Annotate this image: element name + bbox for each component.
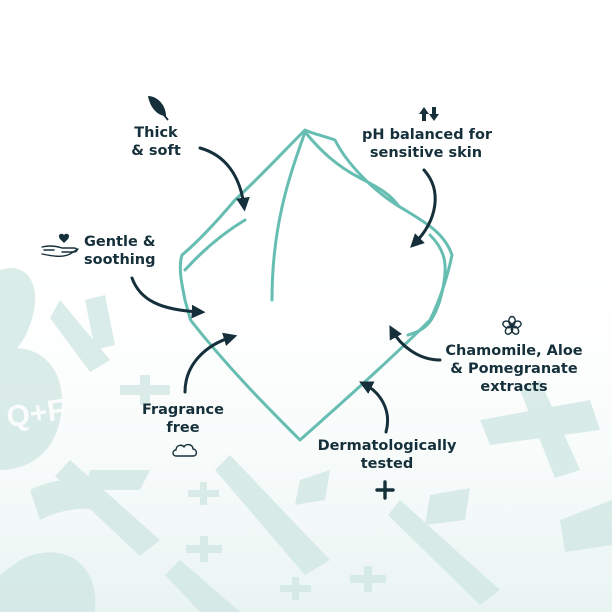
cloud-icon <box>172 443 198 457</box>
label-line: tested <box>360 456 414 472</box>
label-line: Fragrance <box>142 402 224 418</box>
arrow-ph-balanced <box>410 168 437 248</box>
label-line: Chamomile, Aloe <box>445 343 583 359</box>
label-line: pH balanced for <box>362 127 493 143</box>
label-line: free <box>166 420 200 436</box>
wipe-fold-top <box>303 130 400 207</box>
wipe-fold-right <box>406 233 447 337</box>
background-pattern: Q+F <box>0 230 612 612</box>
arrow-thick-soft <box>198 146 250 212</box>
arrow-extracts <box>389 325 442 362</box>
arrows <box>130 146 442 434</box>
hand-heart-icon <box>41 233 79 257</box>
label-ph-balanced: pH balanced for sensitive skin <box>362 126 493 162</box>
background-mark: Q+F <box>5 393 68 434</box>
wipe-fold-center <box>270 130 307 302</box>
label-line: & soft <box>131 143 181 159</box>
label-thick-soft: Thick & soft <box>126 124 186 160</box>
arrow-gentle-soothing <box>130 276 206 319</box>
label-dermatologically-tested: Dermatologically tested <box>312 437 462 473</box>
arrow-fragrance-free <box>183 332 238 394</box>
label-line: soothing <box>84 252 156 268</box>
wipe-illustration <box>178 128 454 442</box>
wipe-fold-left <box>183 218 247 272</box>
wipe-outline <box>178 128 454 442</box>
label-fragrance-free: Fragrance free <box>138 401 228 437</box>
label-line: sensitive skin <box>369 145 483 161</box>
label-line: Thick <box>134 125 178 141</box>
label-line: Dermatologically <box>317 438 457 454</box>
flower-icon <box>502 315 522 335</box>
label-gentle-soothing: Gentle & soothing <box>84 233 164 269</box>
label-line: extracts <box>480 379 548 395</box>
up-down-arrows-icon <box>419 107 439 121</box>
arrow-dermatologically-tested <box>359 381 389 434</box>
plus-icon <box>375 480 395 500</box>
label-line: Gentle & <box>84 234 156 250</box>
feather-icon <box>148 96 169 121</box>
label-line: & Pomegranate <box>450 361 578 377</box>
label-extracts: Chamomile, Aloe & Pomegranate extracts <box>440 342 588 396</box>
